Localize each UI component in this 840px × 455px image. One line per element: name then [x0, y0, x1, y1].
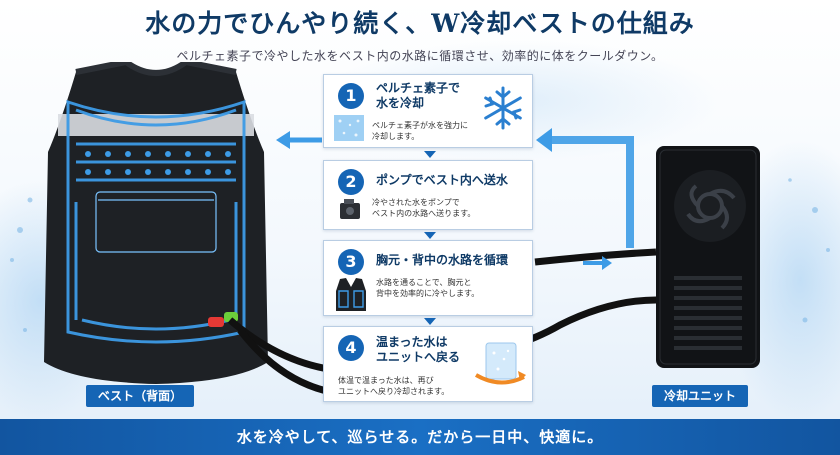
vest-label: ベスト（背面） — [86, 385, 194, 407]
step-title: ポンプでベスト内へ送水 — [376, 173, 508, 187]
step-number: 1 — [338, 83, 364, 109]
ice-water-icon — [334, 115, 364, 141]
step-number: 2 — [338, 169, 364, 195]
step-description: ペルチェ素子が水を強力に冷却します。 — [372, 121, 468, 141]
step-description: 冷やされた水をポンプでベスト内の水路へ送ります。 — [372, 198, 476, 218]
page-subtitle: ペルチェ素子で冷やした水をベスト内の水路に循環させ、効率的に体をクールダウン。 — [176, 49, 664, 63]
snowflake-icon — [484, 86, 522, 130]
step-3-card: 3 胸元・背中の水路を循環 水路を通ることで、胸元と背中を効率的に冷やします。 — [323, 240, 533, 316]
step-4-card: 4 温まった水はユニットへ戻る 体温で温まった水は、再びユニットへ戻り冷却されま… — [323, 326, 533, 402]
pump-icon — [340, 199, 360, 219]
cooling-unit-label: 冷却ユニット — [652, 385, 748, 407]
cooling-unit-illustration — [656, 146, 760, 368]
footer-tagline: 水を冷やして、巡らせる。だから一日中、快適に。 — [0, 419, 840, 455]
water-cup-icon — [474, 342, 526, 385]
down-arrow-icon — [424, 318, 436, 325]
page-title: 水の力でひんやり続く、W冷却ベストの仕組み — [145, 9, 695, 38]
step-title: 温まった水はユニットへ戻る — [376, 335, 461, 364]
vest-back-illustration — [44, 62, 268, 384]
step-description: 水路を通ることで、胸元と背中を効率的に冷やします。 — [376, 278, 480, 298]
step-title: 胸元・背中の水路を循環 — [376, 253, 509, 267]
vest-front-icon — [336, 278, 366, 311]
step-number: 3 — [338, 249, 364, 275]
step-number: 4 — [338, 335, 364, 361]
step-2-card: 2 ポンプでベスト内へ送水 冷やされた水をポンプでベスト内の水路へ送ります。 — [323, 160, 533, 230]
step-description: 体温で温まった水は、再びユニットへ戻り冷却されます。 — [338, 376, 450, 396]
step-title: ペルチェ素子で水を冷却 — [376, 81, 461, 110]
down-arrow-icon — [424, 151, 436, 158]
step-1-card: 1 ペルチェ素子で水を冷却 ペルチェ素子が水を強力に冷却します。 — [323, 74, 533, 148]
down-arrow-icon — [424, 232, 436, 239]
